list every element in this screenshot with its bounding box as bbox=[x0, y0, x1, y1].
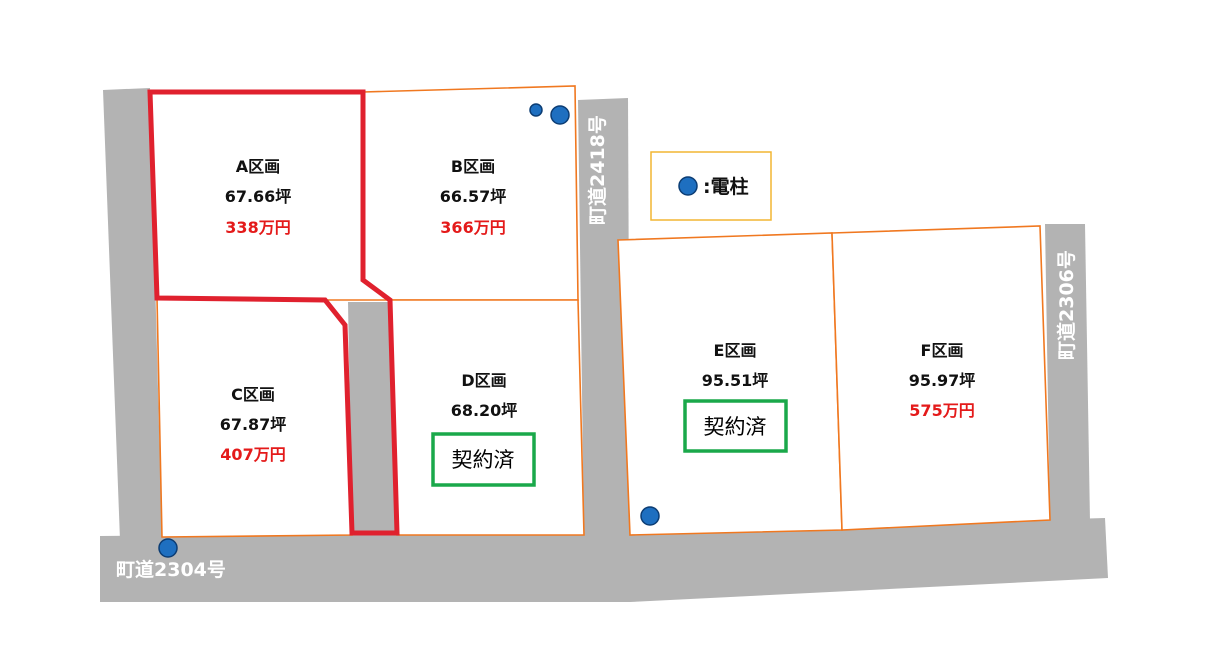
lot-f-name: F区画 bbox=[921, 341, 964, 360]
legend-box bbox=[650, 151, 772, 221]
utility-pole-icon bbox=[158, 538, 178, 558]
lot-d-area: 68.20坪 bbox=[451, 401, 518, 420]
road-west-segment bbox=[103, 88, 162, 540]
lot-b-name: B区画 bbox=[451, 157, 495, 176]
lot-d-contracted-stamp bbox=[431, 432, 536, 487]
lot-e-name: E区画 bbox=[714, 341, 757, 360]
lot-d-status: 契約済 bbox=[452, 448, 515, 472]
utility-pole-icon bbox=[529, 103, 543, 117]
road-label-east: 町道2306号 bbox=[1055, 250, 1078, 360]
lot-a-price: 338万円 bbox=[225, 218, 290, 237]
lot-a-highlight-outline bbox=[147, 89, 400, 536]
road-gap-strip bbox=[348, 302, 397, 535]
lot-b-area: 66.57坪 bbox=[440, 187, 507, 206]
legend-label: :電柱 bbox=[703, 175, 749, 198]
lot-e-area: 95.51坪 bbox=[702, 371, 769, 390]
lot-e-contracted-stamp bbox=[683, 399, 788, 453]
lot-e-status: 契約済 bbox=[704, 415, 767, 439]
lot-a-name: A区画 bbox=[236, 157, 280, 176]
lot-f-price: 575万円 bbox=[909, 401, 974, 420]
road-label-south: 町道2304号 bbox=[116, 558, 226, 581]
utility-pole-icon bbox=[550, 105, 570, 125]
lot-b-price: 366万円 bbox=[440, 218, 505, 237]
lot-c-name: C区画 bbox=[231, 385, 275, 404]
lot-d-name: D区画 bbox=[461, 371, 506, 390]
road-label-middle: 町道2418号 bbox=[586, 115, 609, 225]
lot-c-area: 67.87坪 bbox=[220, 415, 287, 434]
lot-c-price: 407万円 bbox=[220, 445, 285, 464]
lot-f bbox=[831, 225, 1051, 531]
road-east-segment bbox=[1045, 224, 1090, 522]
road-middle-segment bbox=[578, 98, 630, 540]
utility-pole-legend-icon bbox=[678, 176, 698, 196]
road-south-segment bbox=[100, 518, 1108, 602]
lot-f-area: 95.97坪 bbox=[909, 371, 976, 390]
utility-pole-icon bbox=[640, 506, 660, 526]
lot-a-area: 67.66坪 bbox=[225, 187, 292, 206]
